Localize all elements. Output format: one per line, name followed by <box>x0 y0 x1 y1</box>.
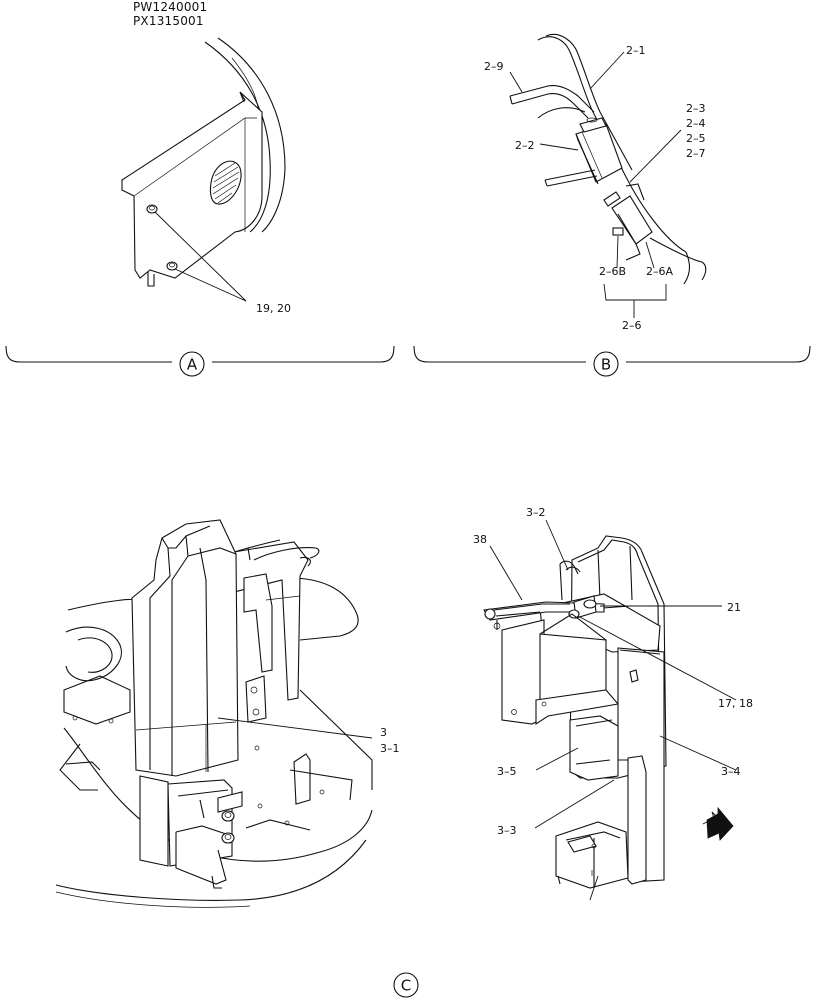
bolt-lower <box>166 261 178 271</box>
label-19-20: 19, 20 <box>256 302 291 315</box>
label-2-3: 2–3 <box>686 102 706 115</box>
label-2-6a: 2–6A <box>646 265 673 278</box>
view-c-marker <box>393 972 419 998</box>
label-3-5: 3–5 <box>497 765 517 778</box>
view-b-bracket <box>413 345 811 363</box>
label-3-3: 3–3 <box>497 824 517 837</box>
view-a-marker <box>179 351 205 377</box>
direction-arrow-icon <box>702 806 734 841</box>
view-b-marker <box>593 351 619 377</box>
view-c-letter: C <box>401 977 411 995</box>
label-2-2: 2–2 <box>515 139 535 152</box>
view-c-right-bracket-drawing <box>483 535 734 889</box>
label-3-1: 3–1 <box>380 742 400 755</box>
view-a-bracket <box>5 345 395 363</box>
label-2-5: 2–5 <box>686 132 706 145</box>
label-3-2: 3–2 <box>526 506 546 519</box>
view-b-letter: B <box>601 356 611 374</box>
view-a-panel-drawing <box>121 37 286 302</box>
part-code-2: PX1315001 <box>133 14 204 28</box>
view-b-clamp-drawing <box>509 34 707 285</box>
label-38: 38 <box>473 533 487 546</box>
bolt-upper <box>146 204 158 214</box>
label-2-9: 2–9 <box>484 60 504 73</box>
label-21: 21 <box>727 601 741 614</box>
view-c-left-cover-drawing <box>55 519 373 908</box>
label-3-4: 3–4 <box>721 765 741 778</box>
label-2-6b: 2–6B <box>599 265 626 278</box>
label-17-18: 17, 18 <box>718 697 753 710</box>
louver-vent <box>209 160 242 205</box>
label-2-6: 2–6 <box>622 319 642 332</box>
label-2-7: 2–7 <box>686 147 706 160</box>
label-2-4: 2–4 <box>686 117 706 130</box>
label-2-1: 2–1 <box>626 44 646 57</box>
view-a-letter: A <box>187 356 198 374</box>
label-3: 3 <box>380 726 387 739</box>
part-code-1: PW1240001 <box>133 0 208 14</box>
